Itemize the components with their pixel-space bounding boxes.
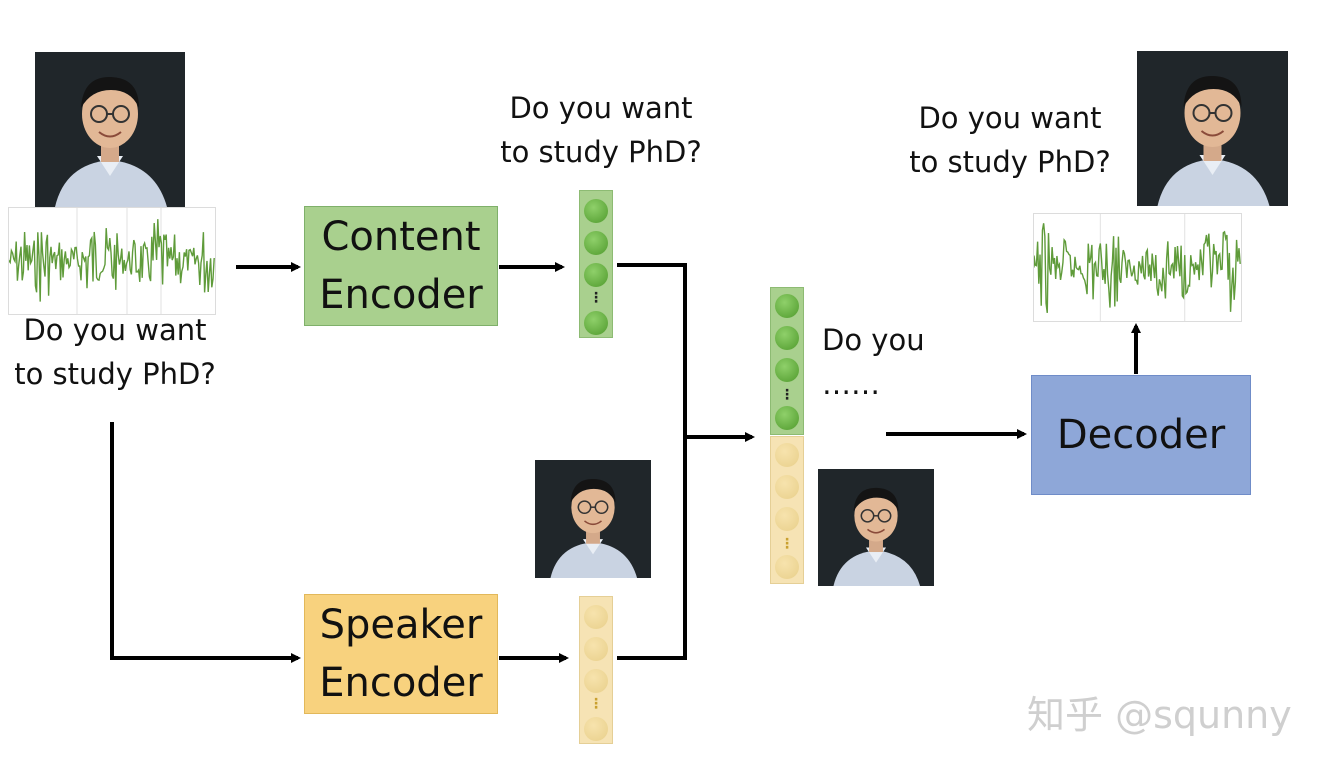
content-vector-cell (584, 231, 608, 255)
input-waveform (8, 207, 216, 315)
output-caption-line-1: Do you want (918, 101, 1102, 135)
content-vector-cell (584, 311, 608, 335)
combined-vector-content-part: ⋮ (770, 287, 804, 435)
content-encoder-label-line-1: Content (321, 214, 481, 260)
combined-content-ellipsis: ⋮ (780, 387, 794, 403)
speaker-vector-cell (584, 637, 608, 661)
audio-waveform-icon (1034, 214, 1241, 321)
speaker-vector-cell (584, 717, 608, 741)
content-vector-caption-line-1: Do you want (509, 91, 693, 125)
speaker-photo-icon (818, 469, 934, 586)
combined-caption-line-1: Do you (822, 323, 925, 357)
combined-caption-line-2: …… (822, 367, 880, 401)
speaker-vector: ⋮ (579, 596, 613, 744)
combined-content-cell (775, 358, 799, 382)
combined-content-cell (775, 294, 799, 318)
speaker-photo-icon (535, 460, 651, 578)
speaker-photo-icon (1137, 51, 1288, 206)
input-caption: Do you want to study PhD? (10, 308, 220, 396)
content-encoder-box: Content Encoder (304, 206, 498, 326)
speaker-vector-ellipsis: ⋮ (589, 696, 603, 712)
combined-speaker-cell (775, 475, 799, 499)
combined-speaker-cell (775, 443, 799, 467)
combined-content-caption: Do you …… (822, 318, 925, 406)
speaker-encoder-box: Speaker Encoder (304, 594, 498, 714)
audio-waveform-icon (9, 208, 215, 314)
content-vector: ⋮ (579, 190, 613, 338)
input-caption-line-1: Do you want (23, 313, 207, 347)
line-content-vector-to-merge (617, 263, 687, 437)
line-input-to-speaker-encoder (110, 422, 301, 663)
content-encoder-label-line-2: Encoder (319, 272, 483, 318)
content-vector-cell (584, 263, 608, 287)
decoder-label: Decoder (1056, 412, 1226, 458)
input-caption-line-2: to study PhD? (14, 357, 216, 391)
speaker-vector-cell (584, 669, 608, 693)
combined-speaker-cell (775, 507, 799, 531)
content-vector-caption-line-2: to study PhD? (500, 135, 702, 169)
watermark: 知乎 @squnny (1027, 693, 1292, 737)
output-caption: Do you want to study PhD? (904, 96, 1116, 184)
speaker-encoder-label-line-1: Speaker (319, 602, 483, 648)
output-caption-line-2: to study PhD? (909, 145, 1111, 179)
combined-content-cell (775, 406, 799, 430)
speaker-embedding-photo (535, 460, 651, 578)
combined-speaker-photo (818, 469, 934, 586)
content-vector-caption: Do you want to study PhD? (496, 86, 706, 174)
output-waveform (1033, 213, 1242, 322)
content-vector-cell (584, 199, 608, 223)
speaker-encoder-label-line-2: Encoder (319, 660, 483, 706)
content-vector-ellipsis: ⋮ (589, 290, 603, 306)
combined-content-cell (775, 326, 799, 350)
output-speaker-photo (1137, 51, 1288, 206)
combined-vector-speaker-part: ⋮ (770, 436, 804, 584)
combined-speaker-ellipsis: ⋮ (780, 536, 794, 552)
speaker-vector-cell (584, 605, 608, 629)
decoder-box: Decoder (1031, 375, 1251, 495)
speaker-photo-icon (35, 52, 185, 207)
input-speaker-photo (35, 52, 185, 207)
combined-speaker-cell (775, 555, 799, 579)
